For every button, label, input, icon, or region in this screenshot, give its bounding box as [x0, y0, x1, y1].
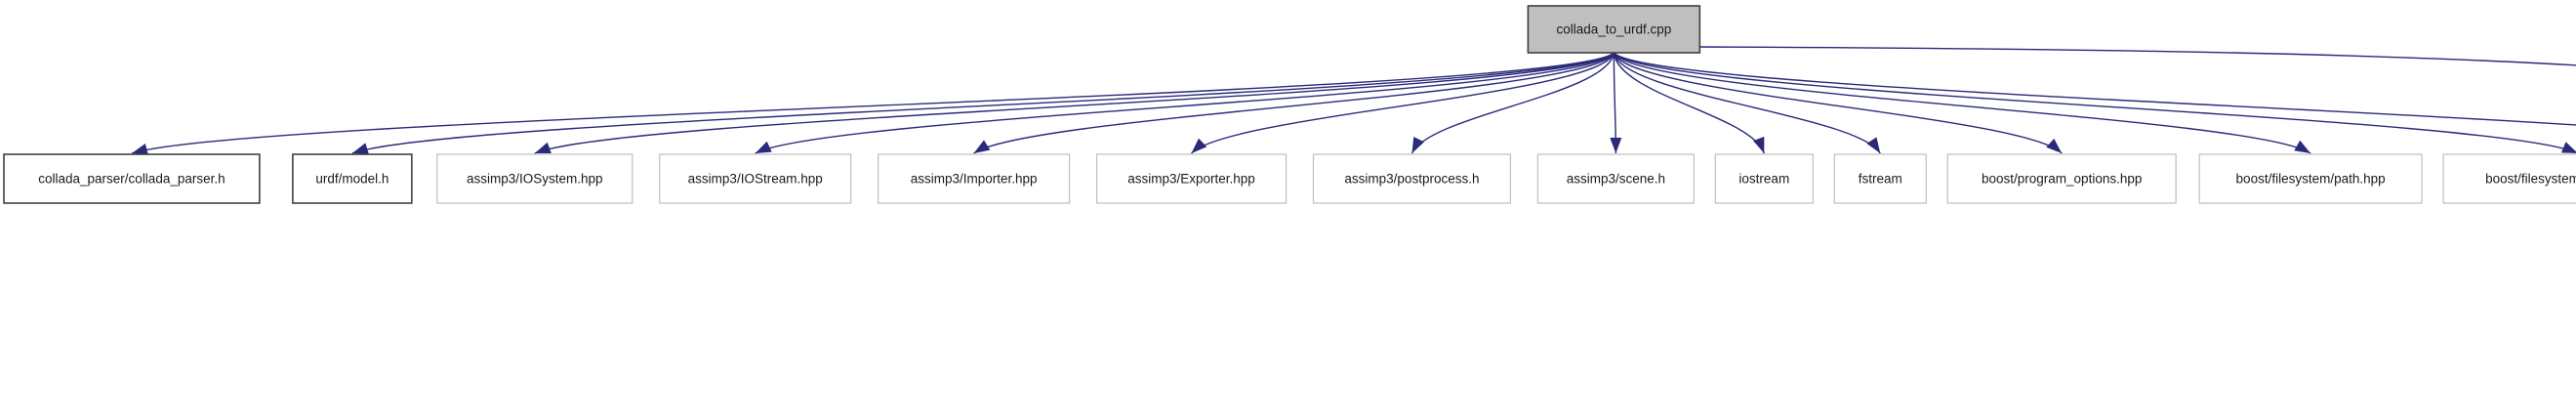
edge-root-to-n_iosys — [534, 52, 1615, 154]
edge-root-to-n_scene-arrowhead — [1610, 137, 1622, 153]
edge-root-to-n_fstream — [1613, 52, 1881, 154]
node-box-n_collada[interactable] — [3, 153, 261, 204]
node-n_fsops[interactable]: boost/filesystem/operations.hpp — [2442, 153, 2576, 204]
edge-root-to-n_quat — [1696, 46, 2576, 66]
node-box-n_postproc[interactable] — [1312, 153, 1512, 204]
edge-root-to-n_fsops-line — [1613, 52, 2576, 154]
node-n_iostr[interactable]: assimp3/IOStream.hpp — [659, 153, 852, 204]
edge-root-to-n_fstream-arrowhead — [1866, 137, 1881, 153]
node-box-n_import[interactable] — [878, 153, 1071, 204]
node-box-n_iosys[interactable] — [436, 153, 634, 204]
edge-root-to-n_postproc — [1411, 52, 1615, 154]
node-n_urdf[interactable]: urdf/model.h — [292, 153, 413, 204]
edge-root-to-n_iostr — [755, 52, 1615, 154]
node-n_fspath[interactable]: boost/filesystem/path.hpp — [2198, 153, 2423, 204]
edge-root-to-n_iostr-arrowhead — [755, 141, 772, 153]
edge-root-to-n_import-line — [973, 52, 1615, 154]
edge-root-to-n_urdf-arrowhead — [351, 143, 369, 154]
edge-root-to-n_iostr-line — [755, 52, 1615, 154]
edge-root-to-n_fspath-arrowhead — [2294, 140, 2311, 153]
node-n_progopts[interactable]: boost/program_options.hpp — [1946, 153, 2177, 204]
edge-root-to-n_transform-line — [1613, 52, 2576, 126]
node-n_collada[interactable]: collada_parser/collada_parser.h — [3, 153, 261, 204]
node-n_iostream[interactable]: iostream — [1714, 153, 1814, 204]
node-n_scene[interactable]: assimp3/scene.h — [1536, 153, 1695, 204]
edge-root-to-n_scene — [1610, 52, 1622, 154]
edge-root-to-n_collada — [131, 52, 1615, 155]
node-box-n_fspath[interactable] — [2198, 153, 2423, 204]
edge-root-to-n_progopts-line — [1613, 52, 2063, 154]
edge-root-to-n_iostream-line — [1613, 52, 1765, 154]
edge-root-to-n_import — [973, 52, 1615, 154]
edge-root-to-n_progopts-arrowhead — [2046, 138, 2063, 153]
node-box-n_fsops[interactable] — [2442, 153, 2576, 204]
edge-root-to-n_fstream-line — [1613, 52, 1881, 154]
edge-root-to-n_fsops-arrowhead — [2560, 142, 2576, 153]
edge-root-to-n_collada-line — [131, 52, 1615, 154]
node-n_export[interactable]: assimp3/Exporter.hpp — [1095, 153, 1288, 204]
edge-root-to-n_iosys-line — [534, 52, 1615, 154]
edge-root-to-n_export — [1191, 52, 1615, 154]
edge-root-to-n_fspath-line — [1613, 52, 2311, 154]
node-box-n_iostream[interactable] — [1714, 153, 1814, 204]
edge-root-to-n_import-arrowhead — [973, 140, 991, 153]
edge-root-to-n_export-arrowhead — [1191, 138, 1207, 153]
node-n_iosys[interactable]: assimp3/IOSystem.hpp — [436, 153, 634, 204]
node-box-n_export[interactable] — [1095, 153, 1288, 204]
edge-root-to-n_quat-line — [1696, 46, 2576, 66]
edge-root-to-n_fspath — [1613, 52, 2311, 154]
node-n_postproc[interactable]: assimp3/postprocess.h — [1312, 153, 1512, 204]
node-layer: collada_to_urdf.cpp collada_parser/collad… — [3, 5, 2576, 204]
node-n_fstream[interactable]: fstream — [1833, 153, 1927, 204]
node-root[interactable]: collada_to_urdf.cpp — [1527, 5, 1701, 54]
edge-root-to-n_urdf — [351, 52, 1615, 154]
edge-root-to-n_iostream — [1613, 52, 1765, 154]
node-n_import[interactable]: assimp3/Importer.hpp — [878, 153, 1071, 204]
node-box-n_progopts[interactable] — [1946, 153, 2177, 204]
node-box-n_iostr[interactable] — [659, 153, 852, 204]
edge-root-to-n_fsops — [1613, 52, 2576, 154]
edge-root-to-n_postproc-arrowhead — [1411, 137, 1424, 153]
edge-root-to-n_iosys-arrowhead — [534, 142, 552, 154]
edge-layer — [131, 46, 2576, 155]
node-box-root[interactable] — [1527, 5, 1701, 54]
edge-root-to-n_progopts — [1613, 52, 2063, 154]
node-box-n_scene[interactable] — [1536, 153, 1695, 204]
edge-root-to-n_transform — [1613, 52, 2576, 126]
edge-root-to-n_urdf-line — [351, 52, 1615, 154]
edge-root-to-n_collada-arrowhead — [131, 144, 148, 155]
edge-root-to-n_postproc-line — [1411, 52, 1615, 154]
node-box-n_fstream[interactable] — [1833, 153, 1927, 204]
edge-root-to-n_export-line — [1191, 52, 1615, 154]
edge-root-to-n_iostream-arrowhead — [1753, 136, 1765, 153]
node-box-n_urdf[interactable] — [292, 153, 413, 204]
